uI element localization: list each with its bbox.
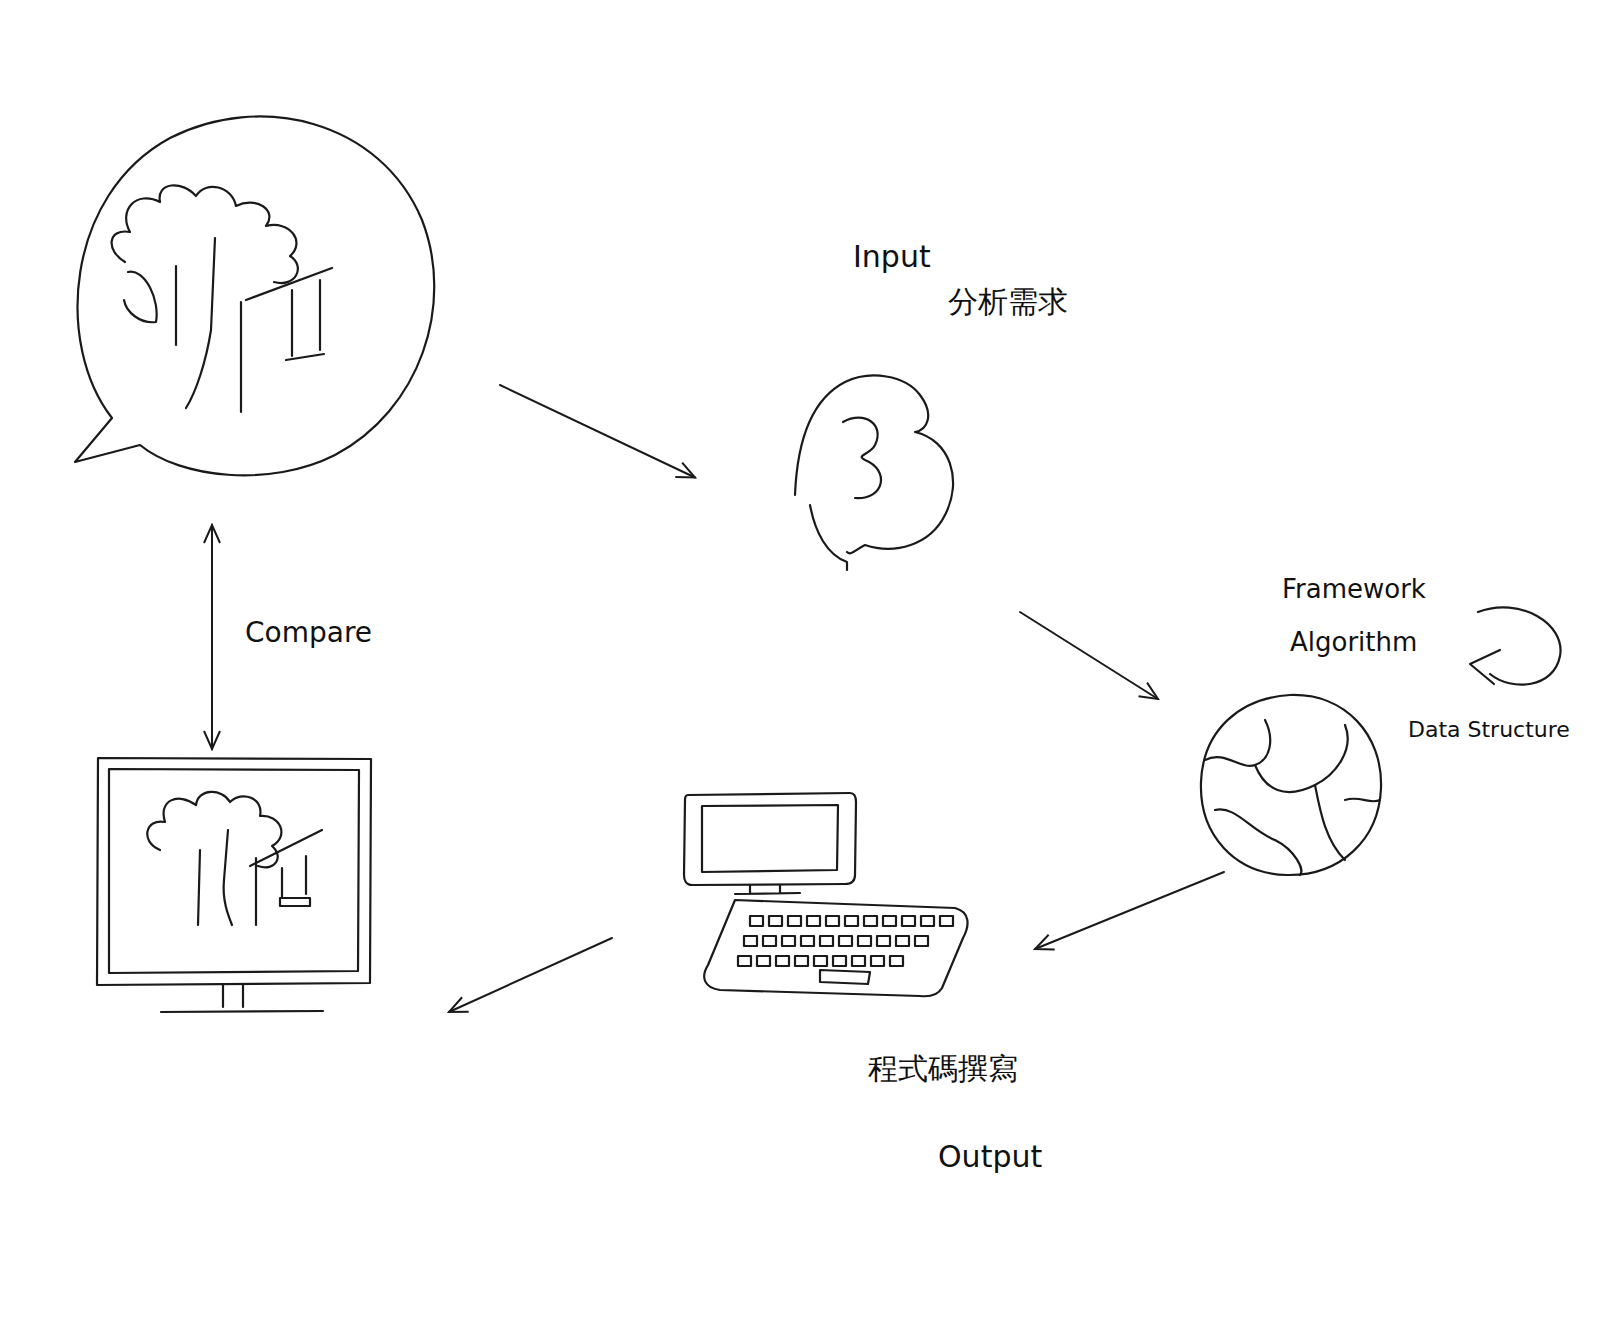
knowledge-globe-stroke bbox=[1255, 725, 1348, 792]
cycle-arrow-part bbox=[1478, 607, 1561, 684]
computer-workstation: 程式碼撰寫Output bbox=[680, 790, 985, 1010]
tree-swing-sketch bbox=[112, 185, 332, 412]
concept-label: Algorithm bbox=[1290, 628, 1417, 658]
display-monitor bbox=[95, 755, 375, 1017]
flow-arrow bbox=[211, 525, 213, 749]
tree-swing-screen-part bbox=[250, 830, 322, 866]
display-monitor-outline bbox=[95, 755, 375, 1017]
knowledge-globe: FrameworkAlgorithmData Structure bbox=[1195, 690, 1385, 880]
step-label: 分析需求 bbox=[948, 285, 1068, 320]
tree-swing-screen-part bbox=[224, 830, 232, 925]
tree-swing-screen-part bbox=[280, 898, 310, 906]
concept-label: Framework bbox=[1282, 575, 1426, 605]
cycle-arrow bbox=[1470, 607, 1561, 684]
flow-arrow bbox=[500, 385, 695, 478]
speech-bubble-stroke bbox=[75, 116, 434, 475]
thinking-head-stroke bbox=[843, 418, 881, 498]
tree-swing-sketch-part bbox=[112, 185, 298, 283]
tree-swing-sketch-part bbox=[186, 238, 215, 408]
edge-label: Compare bbox=[242, 617, 375, 649]
step-label: 程式碼撰寫 bbox=[868, 1052, 1018, 1087]
computer-workstation-stroke bbox=[735, 885, 800, 894]
tree-swing-screen-part bbox=[281, 868, 283, 898]
tree-swing-screen-part bbox=[255, 858, 257, 925]
tree-swing-screen-part bbox=[147, 792, 281, 867]
cycle-arrow-part bbox=[1470, 650, 1500, 684]
display-monitor-stroke bbox=[161, 985, 323, 1012]
tree-swing-screen bbox=[147, 792, 322, 925]
computer-workstation-stroke bbox=[704, 900, 967, 996]
flow-arrow bbox=[1020, 612, 1158, 699]
knowledge-globe-stroke bbox=[1201, 695, 1381, 875]
tree-swing-sketch-part bbox=[319, 280, 321, 350]
step-label: Input bbox=[853, 240, 931, 275]
display-monitor-stroke bbox=[97, 758, 371, 985]
knowledge-globe-stroke bbox=[1215, 809, 1301, 875]
tree-swing-screen-part bbox=[198, 850, 200, 925]
display-monitor-stroke bbox=[109, 769, 359, 973]
knowledge-globe-stroke bbox=[1345, 799, 1380, 802]
computer-workstation-outline bbox=[680, 790, 985, 1010]
tree-swing-sketch-part bbox=[286, 354, 324, 360]
flow-arrow bbox=[449, 938, 612, 1012]
thinking-head-outline bbox=[785, 370, 975, 585]
computer-workstation-stroke bbox=[702, 805, 838, 872]
speech-bubble bbox=[50, 100, 440, 480]
knowledge-globe-stroke bbox=[1315, 785, 1345, 860]
tree-swing-screen-part bbox=[305, 856, 307, 894]
output-label: Output bbox=[938, 1140, 1042, 1175]
thinking-head: Input分析需求 bbox=[785, 370, 975, 585]
flow-arrow bbox=[1035, 872, 1224, 949]
thinking-head-stroke bbox=[810, 505, 847, 570]
tree-swing-sketch-part bbox=[240, 302, 242, 412]
tree-swing-sketch-part bbox=[175, 266, 177, 345]
computer-workstation-stroke bbox=[684, 793, 856, 885]
knowledge-globe-outline bbox=[1195, 690, 1385, 880]
concept-label: Data Structure bbox=[1408, 717, 1570, 742]
thinking-head-stroke bbox=[795, 376, 953, 554]
tree-swing-sketch-part bbox=[124, 272, 157, 323]
computer-workstation-stroke bbox=[738, 916, 953, 984]
speech-bubble-outline bbox=[50, 100, 440, 480]
tree-swing-sketch-part bbox=[291, 290, 293, 356]
knowledge-globe-stroke bbox=[1205, 720, 1270, 766]
